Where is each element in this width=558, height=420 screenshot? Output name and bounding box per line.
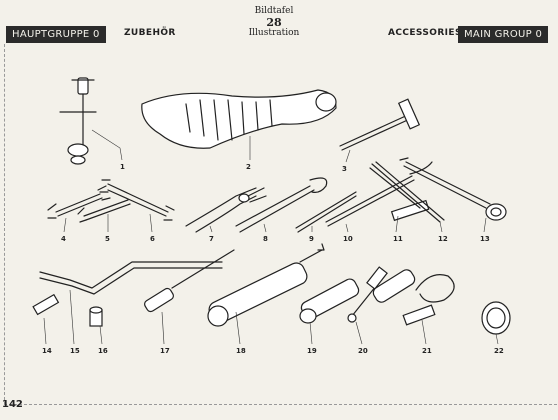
tool-15-crank <box>39 261 223 345</box>
callout-22: 22 <box>494 347 504 355</box>
callout-10: 10 <box>343 235 353 243</box>
callout-19: 19 <box>307 347 317 355</box>
callout-1: 1 <box>120 163 125 171</box>
tool-12-tommy-bar <box>371 161 445 233</box>
callout-15: 15 <box>70 347 80 355</box>
tool-22-tin <box>481 301 511 345</box>
illustration-frame <box>4 44 557 405</box>
callout-13: 13 <box>480 235 490 243</box>
callout-8: 8 <box>263 235 268 243</box>
tool-11-box-spanner <box>369 167 430 233</box>
callout-5: 5 <box>105 235 110 243</box>
tool-19-oil-can <box>299 278 360 345</box>
callout-17: 17 <box>160 347 170 355</box>
tool-7-pliers <box>185 187 267 233</box>
tool-16-plug-socket <box>89 306 103 345</box>
section-title-english: ACCESSORIES <box>388 28 462 38</box>
callout-3: 3 <box>342 165 347 173</box>
tool-17-screwdriver <box>144 249 235 345</box>
tool-20-plug-spanner <box>347 266 388 345</box>
callout-18: 18 <box>236 347 246 355</box>
plate-title: Bildtafel 28 Illustration <box>219 6 329 39</box>
tool-21-tube <box>372 269 455 345</box>
callout-20: 20 <box>358 347 368 355</box>
callout-2: 2 <box>246 163 251 171</box>
callout-4: 4 <box>61 235 66 243</box>
callout-12: 12 <box>438 235 448 243</box>
tool-3-hammer <box>339 98 421 163</box>
callout-16: 16 <box>98 347 108 355</box>
callout-21: 21 <box>422 347 432 355</box>
tool-1-pump <box>59 77 123 165</box>
page-number: 142 <box>2 399 23 410</box>
tool-8-tyre-lever <box>235 177 328 233</box>
main-group-badge-english: MAIN GROUP 0 <box>458 26 549 43</box>
tool-4-5-6-spanners <box>47 179 175 233</box>
plate-number: 28 <box>266 16 282 29</box>
callout-6: 6 <box>150 235 155 243</box>
tool-2-tool-roll <box>141 89 337 160</box>
plate-label-english: Illustration <box>248 28 300 38</box>
tool-18-grease-gun <box>207 243 325 345</box>
callout-14: 14 <box>42 347 52 355</box>
callout-11: 11 <box>393 235 403 243</box>
main-group-badge-german: HAUPTGRUPPE 0 <box>6 26 106 43</box>
callout-9: 9 <box>309 235 314 243</box>
plate-label-german: Bildtafel <box>254 6 294 16</box>
callout-7: 7 <box>209 235 214 243</box>
tool-14-socket <box>32 293 60 345</box>
tool-9-screwdriver <box>295 191 357 233</box>
tool-13-ring-spanner <box>399 157 507 233</box>
section-title-german: ZUBEHÖR <box>124 28 176 38</box>
